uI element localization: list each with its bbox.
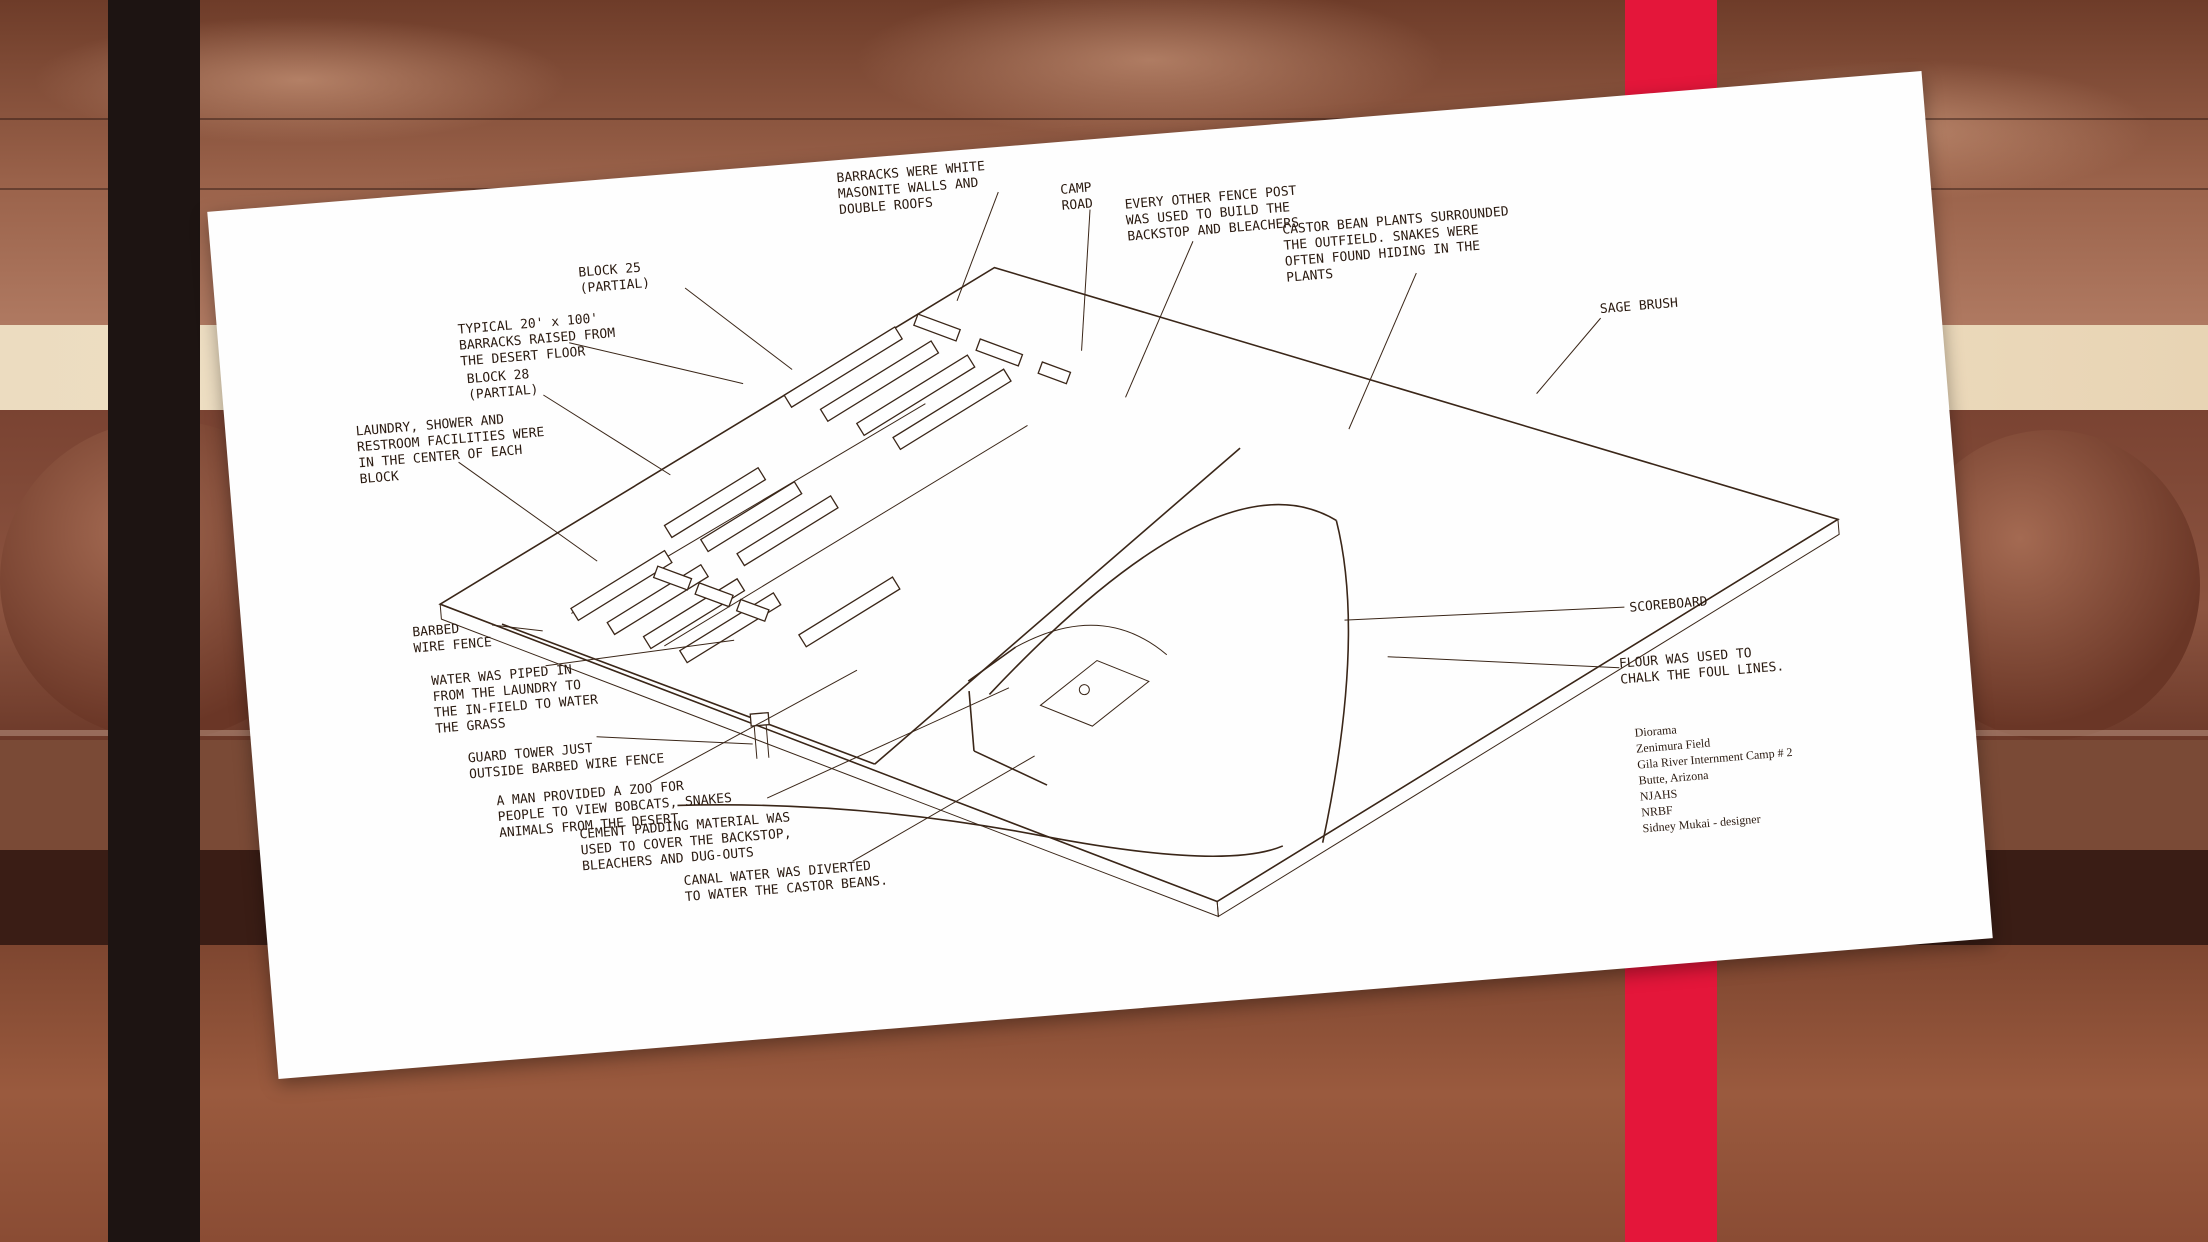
designer-credit: Diorama Zenimura Field Gila River Intern… xyxy=(1634,713,1801,836)
diorama-sketch-card: BLOCK 25 (PARTIAL) BARRACKS WERE WHITE M… xyxy=(207,70,1993,1080)
label-sage-brush: SAGE BRUSH xyxy=(1599,296,1678,317)
label-water-piped: WATER WAS PIPED IN FROM THE LAUNDRY TO T… xyxy=(431,660,608,737)
foul-line xyxy=(988,503,1337,696)
block-25-barracks xyxy=(783,313,1072,451)
label-scoreboard: SCOREBOARD xyxy=(1629,594,1708,615)
label-block-28: BLOCK 28 (PARTIAL) xyxy=(466,366,539,403)
guard-tower xyxy=(749,711,770,759)
power-line xyxy=(0,118,2208,120)
outfield-castor-beans xyxy=(1321,520,1350,843)
black-stripe xyxy=(108,0,200,1242)
block-28-barracks xyxy=(570,466,901,664)
label-canal-water: CANAL WATER WAS DIVERTED TO WATER THE CA… xyxy=(683,857,888,905)
camp-road xyxy=(664,425,1028,647)
barbed-wire-fence xyxy=(874,447,1241,765)
label-guard-tower: GUARD TOWER JUST OUTSIDE BARBED WIRE FEN… xyxy=(467,735,665,782)
barbed-wire-fence xyxy=(501,623,876,765)
label-fence-post: EVERY OTHER FENCE POST WAS USED TO BUILD… xyxy=(1124,183,1307,245)
label-barracks-walls: BARRACKS WERE WHITE MASONITE WALLS AND D… xyxy=(836,158,996,218)
label-typical-barracks: TYPICAL 20' x 100' BARRACKS RAISED FROM … xyxy=(457,309,625,369)
baseball-diamond xyxy=(988,503,1350,843)
diorama-sketch: BLOCK 25 (PARTIAL) BARRACKS WERE WHITE M… xyxy=(355,158,1840,918)
label-barbed-wire: BARBED WIRE FENCE xyxy=(412,619,493,656)
board-edge-right xyxy=(1216,518,1840,918)
label-block-25: BLOCK 25 (PARTIAL) xyxy=(578,260,651,297)
label-castor-bean: CASTOR BEAN PLANTS SURROUNDED THE OUTFIE… xyxy=(1282,204,1521,286)
leader-lines xyxy=(458,191,1625,862)
canal xyxy=(677,804,1284,858)
backstop-bleachers xyxy=(967,646,1048,786)
label-camp-road: CAMP ROAD xyxy=(1060,180,1102,214)
label-laundry: LAUNDRY, SHOWER AND RESTROOM FACILITIES … xyxy=(355,408,555,487)
label-flour: FLOUR WAS USED TO CHALK THE FOUL LINES. xyxy=(1618,643,1784,687)
